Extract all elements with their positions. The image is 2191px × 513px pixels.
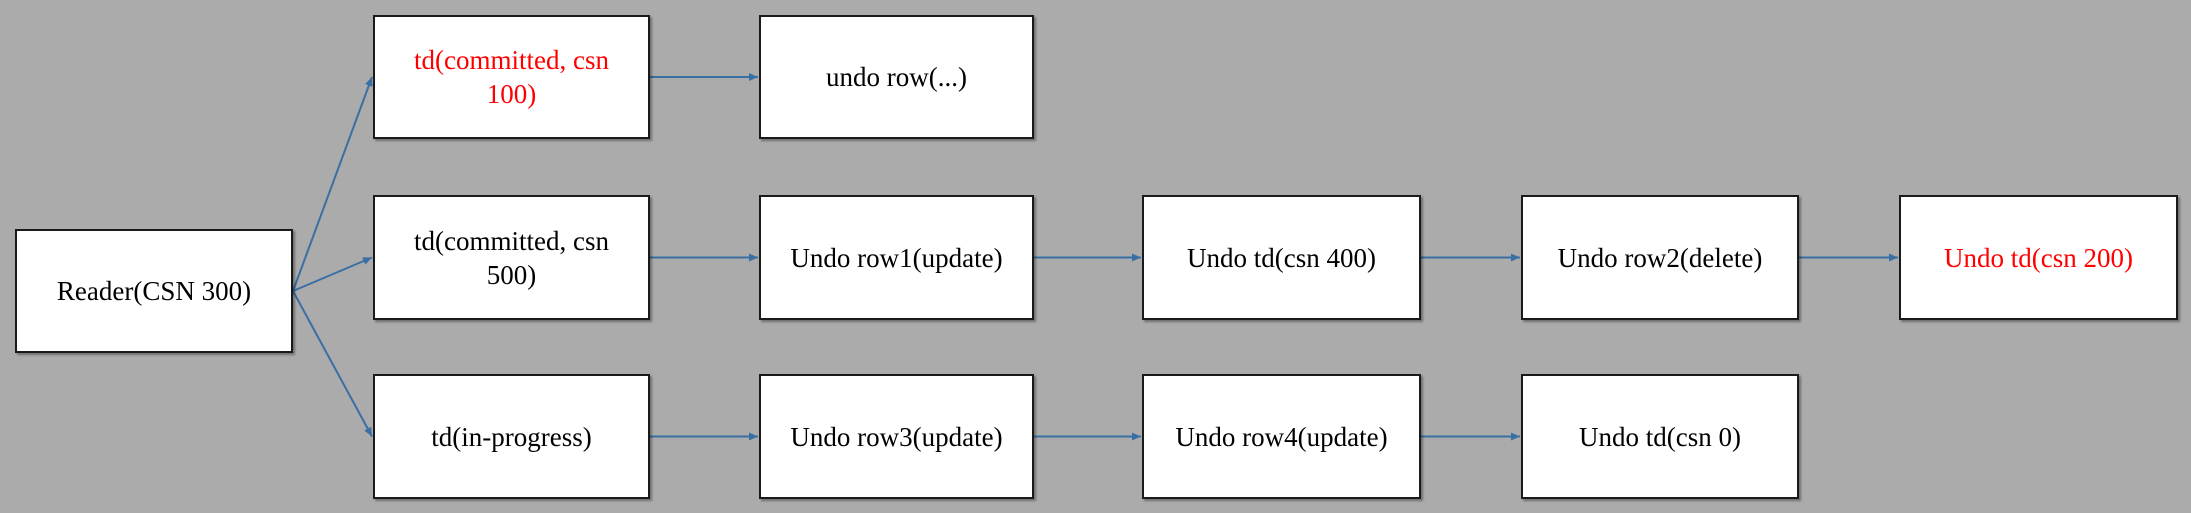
node-label-undo-td-csn-400: Undo td(csn 400) <box>1187 242 1376 273</box>
node-label-undo-row2-delete: Undo row2(delete) <box>1557 242 1763 273</box>
node-label-reader: Reader(CSN 300) <box>56 276 252 306</box>
node-undo-row3-update: Undo row3(update) <box>759 374 1034 499</box>
node-label-undo-td-csn-0: Undo td(csn 0) <box>1579 421 1741 452</box>
node-td-committed-csn-100: td(committed, csn 100) <box>373 15 650 139</box>
node-label-undo-row3-update: Undo row3(update) <box>790 421 1003 452</box>
node-label-undo-row-generic: undo row(...) <box>826 62 967 92</box>
edges-layer <box>292 73 1898 441</box>
node-undo-row1-update: Undo row1(update) <box>759 195 1034 320</box>
node-td-committed-csn-500: td(committed, csn 500) <box>373 195 650 320</box>
node-reader: Reader(CSN 300) <box>15 229 293 353</box>
node-undo-row-generic: undo row(...) <box>759 15 1034 139</box>
node-label-undo-td-csn-200: Undo td(csn 200) <box>1944 242 2133 273</box>
node-label-td-committed-csn-100: td(committed, csn 100) <box>414 45 609 109</box>
node-undo-td-csn-200: Undo td(csn 200) <box>1899 195 2178 320</box>
arrow-reader-to-td_in_progress <box>292 290 373 437</box>
arrow-reader-to-td_committed_500 <box>292 256 373 292</box>
node-label-undo-row4-update: Undo row4(update) <box>1175 421 1388 452</box>
node-td-in-progress: td(in-progress) <box>373 374 650 499</box>
node-undo-row4-update: Undo row4(update) <box>1142 374 1421 499</box>
node-undo-row2-delete: Undo row2(delete) <box>1521 195 1799 320</box>
node-label-td-committed-csn-500: td(committed, csn 500) <box>414 225 609 290</box>
node-undo-td-csn-0: Undo td(csn 0) <box>1521 374 1799 499</box>
node-label-undo-row1-update: Undo row1(update) <box>790 242 1003 273</box>
node-label-td-in-progress: td(in-progress) <box>431 421 592 452</box>
node-undo-td-csn-400: Undo td(csn 400) <box>1142 195 1421 320</box>
arrow-reader-to-td_committed_100 <box>292 76 373 292</box>
